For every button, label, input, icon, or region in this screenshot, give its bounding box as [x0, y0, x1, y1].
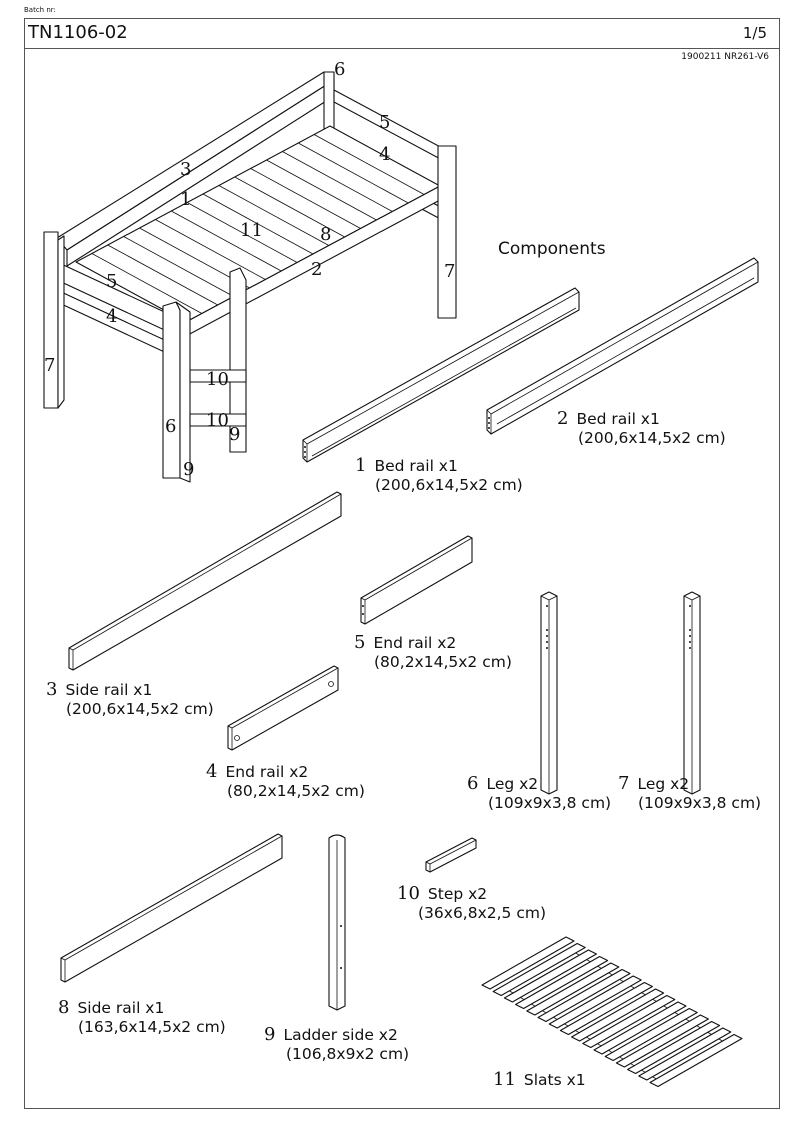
slat — [492, 942, 586, 997]
assembled-bed-drawing — [43, 71, 457, 483]
part-1-bed-rail-drawing — [302, 287, 580, 463]
slat — [503, 949, 597, 1003]
part-4-end-rail-drawing — [227, 665, 339, 751]
part-label-6: 6 Leg x2 (109x9x3,8 cm) — [467, 774, 611, 813]
part-2-bed-rail-drawing — [486, 257, 759, 435]
slat — [582, 994, 676, 1049]
part-dimensions: (200,6x14,5x2 cm) — [578, 429, 726, 447]
slat — [571, 988, 665, 1042]
assembled-leg-6 — [162, 301, 181, 479]
slat — [515, 955, 609, 1010]
part-number: 11 — [493, 1069, 516, 1090]
assembly-callout: 9 — [183, 459, 194, 480]
components-heading: Components — [498, 239, 606, 259]
part-label-9: 9 Ladder side x2 (106,8x9x2 cm) — [264, 1025, 409, 1064]
part-number: 1 — [355, 455, 367, 476]
slat — [559, 981, 653, 1036]
part-dimensions: (109x9x3,8 cm) — [638, 794, 762, 812]
part-label-5: 5 End rail x2 (80,2x14,5x2 cm) — [354, 633, 512, 672]
part-number: 3 — [46, 679, 58, 700]
part-number: 4 — [206, 761, 218, 782]
slat — [649, 1033, 743, 1088]
instruction-sheet: TN1106-02 1/5 1900211 NR261-V6 Component… — [24, 18, 780, 1109]
slat — [627, 1020, 721, 1075]
part-dimensions: (106,8x9x2 cm) — [286, 1045, 410, 1063]
assembly-callout: 6 — [165, 416, 176, 437]
part-label-1: 1 Bed rail x1 (200,6x14,5x2 cm) — [355, 456, 523, 495]
part-label-4: 4 End rail x2 (80,2x14,5x2 cm) — [206, 762, 365, 801]
part-8-side-rail-drawing — [60, 833, 283, 983]
part-3-side-rail-drawing — [68, 491, 342, 671]
part-label-3: 3 Side rail x1 (200,6x14,5x2 cm) — [46, 680, 214, 719]
part-name: Bed rail x1 — [576, 410, 660, 428]
assembly-callout: 5 — [379, 112, 390, 133]
assembly-callout: 5 — [106, 271, 117, 292]
part-11-slats-drawing — [481, 936, 743, 1088]
slat — [638, 1027, 732, 1081]
part-label-2: 2 Bed rail x1 (200,6x14,5x2 cm) — [557, 409, 726, 448]
assembly-callout: 7 — [44, 355, 55, 376]
part-dimensions: (80,2x14,5x2 cm) — [374, 653, 512, 671]
assembly-callout: 3 — [180, 159, 191, 180]
assembly-callout: 1 — [180, 189, 191, 210]
slat — [537, 968, 631, 1023]
part-label-7: 7 Leg x2 (109x9x3,8 cm) — [618, 774, 761, 813]
part-number: 8 — [58, 997, 70, 1018]
part-name: End rail x2 — [225, 763, 309, 781]
part-label-10: 10 Step x2 (36x6,8x2,5 cm) — [397, 884, 546, 923]
assembled-leg-7-right — [437, 145, 457, 319]
part-name: Side rail x1 — [65, 681, 153, 699]
part-5-end-rail-drawing — [360, 535, 473, 625]
slat — [481, 936, 575, 990]
assembly-callout: 7 — [444, 261, 455, 282]
part-number: 5 — [354, 632, 366, 653]
page-number: 1/5 — [742, 24, 767, 42]
document-id: TN1106-02 — [28, 22, 128, 43]
slat — [526, 962, 620, 1016]
part-label-8: 8 Side rail x1 (163,6x14,5x2 cm) — [58, 998, 226, 1037]
part-number: 2 — [557, 408, 569, 429]
part-10-step-drawing — [425, 837, 477, 873]
part-name: Leg x2 — [486, 775, 539, 793]
part-dimensions: (163,6x14,5x2 cm) — [78, 1018, 226, 1036]
part-name: Bed rail x1 — [374, 457, 458, 475]
part-dimensions: (109x9x3,8 cm) — [488, 794, 612, 812]
part-dimensions: (80,2x14,5x2 cm) — [227, 782, 365, 800]
part-6-leg-drawing — [540, 591, 558, 795]
header-divider — [25, 48, 779, 49]
part-name: Step x2 — [427, 885, 488, 903]
part-name: End rail x2 — [373, 634, 457, 652]
part-label-11: 11 Slats x1 — [493, 1070, 586, 1090]
part-9-ladder-side-drawing — [328, 834, 346, 1011]
assembly-callout: 9 — [229, 424, 240, 445]
part-number: 10 — [397, 883, 420, 904]
assembly-callout: 8 — [320, 224, 331, 245]
assembled-leg-7-left — [43, 231, 59, 409]
assembly-callout: 2 — [311, 259, 322, 280]
part-dimensions: (200,6x14,5x2 cm) — [66, 700, 214, 718]
part-dimensions: (36x6,8x2,5 cm) — [418, 904, 547, 922]
part-name: Side rail x1 — [77, 999, 165, 1017]
assembly-callout: 4 — [379, 144, 390, 165]
slat — [604, 1007, 698, 1062]
part-name: Slats x1 — [523, 1071, 586, 1089]
part-7-leg-drawing — [683, 591, 701, 795]
part-name: Ladder side x2 — [283, 1026, 398, 1044]
slat — [615, 1014, 709, 1068]
batch-label: Batch nr: — [24, 6, 56, 14]
assembly-callout: 4 — [106, 306, 117, 327]
part-number: 9 — [264, 1024, 276, 1045]
product-code: 1900211 NR261-V6 — [681, 52, 769, 62]
assembly-callout: 10 — [206, 369, 229, 390]
assembly-callout: 11 — [240, 220, 263, 241]
part-dimensions: (200,6x14,5x2 cm) — [375, 476, 523, 494]
assembly-callout: 6 — [334, 59, 345, 80]
slat — [593, 1001, 687, 1055]
assembly-callout: 10 — [206, 410, 229, 431]
part-number: 6 — [467, 773, 479, 794]
part-number: 7 — [618, 773, 630, 794]
part-name: Leg x2 — [637, 775, 690, 793]
slat — [548, 975, 642, 1029]
